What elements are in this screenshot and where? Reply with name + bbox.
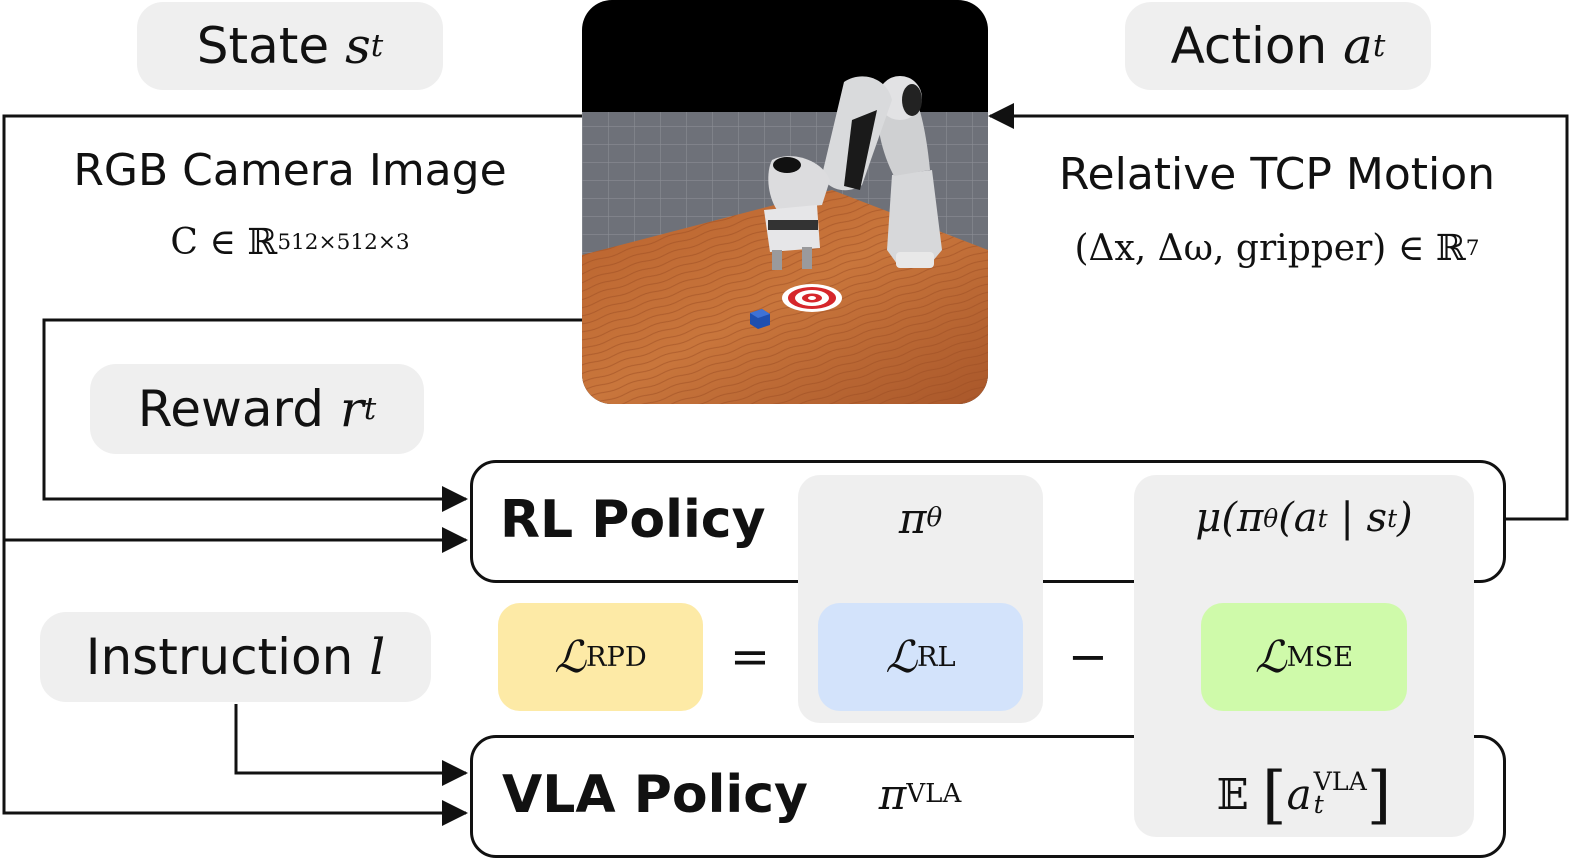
simulation-image <box>582 0 988 404</box>
equals-sign: = <box>729 629 771 685</box>
robot-arm-sim-icon <box>582 0 988 404</box>
instruction-pill <box>40 612 431 702</box>
reward-pill <box>90 364 424 454</box>
rl-policy-label: RL Policy <box>500 490 766 550</box>
vla-policy-label: VLA Policy <box>502 765 808 825</box>
action-pill <box>1125 2 1431 90</box>
action-wire <box>988 103 1569 521</box>
minus-sign: − <box>1067 629 1109 685</box>
state-wire <box>2 114 582 826</box>
instruction-label: Instruction l <box>85 628 386 686</box>
instruction-wire <box>234 704 468 786</box>
camera-title: RGB Camera Image <box>73 144 507 196</box>
tcp-title: Relative TCP Motion <box>1058 148 1496 200</box>
reward-wire <box>42 318 582 512</box>
state-pill <box>137 2 443 90</box>
